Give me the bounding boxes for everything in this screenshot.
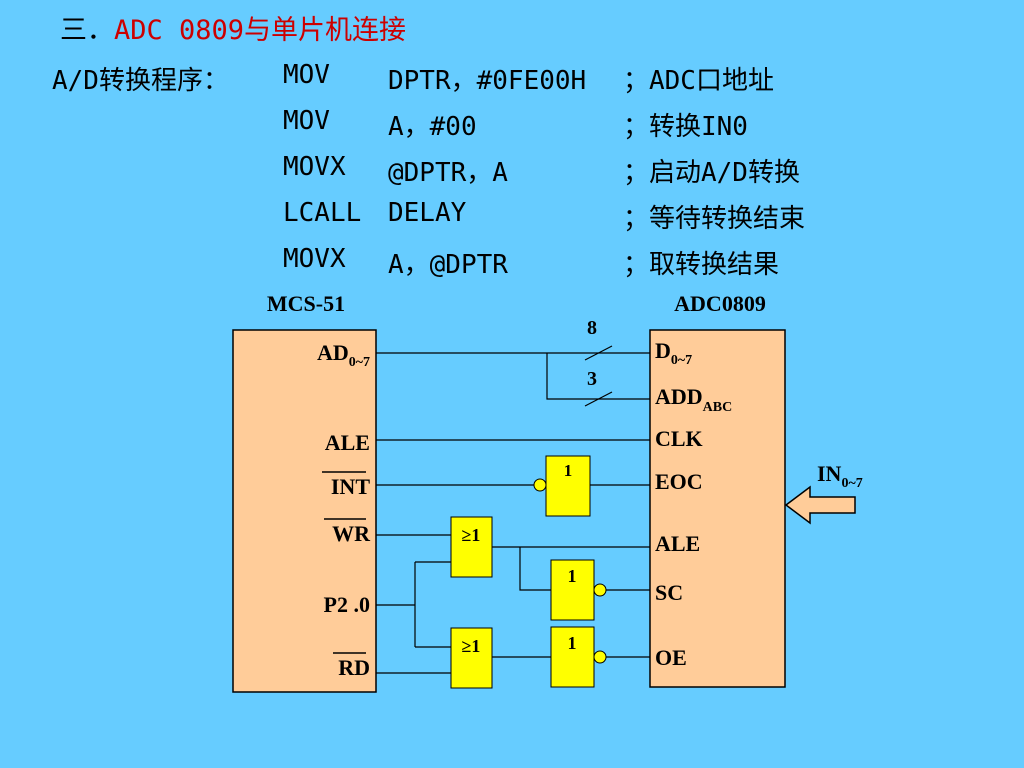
code-comment: ；启动A/D转换 [623,158,800,188]
gate-label: 1 [568,566,577,586]
mcu-pin-ad-label: AD [317,340,349,365]
analog-input-name: IN [817,461,842,486]
code-opcode: MOV [283,60,330,90]
code-operands: DELAY [388,198,467,228]
adc0809-chip [649,329,786,688]
mcu-pin-rd: RD [338,655,370,680]
wire-or-to-not-sc [519,547,551,591]
adc-pin-add-subscript: ABC [703,400,733,415]
bus-width-addr: 3 [587,368,597,390]
or-gate-rd [450,627,493,689]
code-line: MOV DPTR，#0FE00H ；ADC口地址 [283,60,903,106]
bus-slash-data [584,345,613,361]
wire-address-bus [546,353,650,400]
heading-number: 三． [60,15,114,46]
adc-pin-oe: OE [655,645,687,670]
mcs51-title: MCS-51 [267,291,345,316]
code-comment: ；转换IN0 [623,112,748,142]
not-gate-oe [550,626,595,688]
adc-pin-d-label: D [655,338,671,363]
bus-slash-addr [584,391,613,407]
adc-pin-add-label: ADD [655,384,703,409]
gate-label: ≥1 [462,525,481,545]
or-gate-wr [450,516,493,578]
adc-pin-add: ADDABC [655,384,732,415]
code-operands: A，@DPTR [388,250,508,280]
wires [376,345,650,674]
code-opcode: LCALL [283,198,362,228]
analog-input-label: IN0~7 [817,461,863,491]
adc-pin-d: D0~7 [655,338,692,368]
code-opcode: MOVX [283,152,346,182]
mcu-pin-ad-subscript: 0~7 [349,355,370,370]
adc-pin-d-subscript: 0~7 [671,353,692,368]
code-comment: ；等待转换结束 [623,204,806,234]
mcs51-chip [232,329,377,693]
code-operands: A，#00 [388,112,477,142]
not-gate-int [545,455,591,517]
mcu-pin-ale: ALE [325,430,370,455]
heading-title: ADC 0809与单片机连接 [114,15,407,46]
code-operands: DPTR，#0FE00H [388,66,587,96]
mcu-pin-ad: AD0~7 [317,340,370,370]
code-line: MOVX @DPTR，A ；启动A/D转换 [283,152,903,198]
code-line: LCALL DELAY ；等待转换结束 [283,198,903,244]
code-operands: @DPTR，A [388,158,508,188]
mcu-pin-wr: WR [332,521,371,546]
inverter-bubble-icon [533,478,547,492]
inverter-bubble-icon [593,583,607,597]
mcu-pin-p20: P2 .0 [324,592,370,617]
adc0809-title: ADC0809 [674,291,766,316]
analog-input-subscript: 0~7 [841,476,862,491]
code-line: MOV A，#00 ；转换IN0 [283,106,903,152]
adc-pin-sc: SC [655,580,683,605]
adc-pin-clk: CLK [655,426,703,451]
gate-label: 1 [568,633,577,653]
input-arrow-icon [784,485,856,525]
inverter-bubble-icon [593,650,607,664]
adc-pin-eoc: EOC [655,469,703,494]
code-comment: ；ADC口地址 [623,66,774,96]
adc-pin-ale: ALE [655,531,700,556]
gate-label: ≥1 [462,636,481,656]
code-comment: ；取转换结果 [623,250,780,280]
code-opcode: MOV [283,106,330,136]
mcu-pin-int: INT [331,474,370,499]
slide-heading: 三．ADC 0809与单片机连接 [60,8,406,47]
gate-label: 1 [564,461,573,480]
program-label: A/D转换程序： [52,66,229,96]
code-line: MOVX A，@DPTR ；取转换结果 [283,244,903,290]
code-opcode: MOVX [283,244,346,274]
assembly-code-block: MOV DPTR，#0FE00H ；ADC口地址 MOV A，#00 ；转换IN… [283,60,903,290]
bus-width-data: 8 [587,317,597,339]
